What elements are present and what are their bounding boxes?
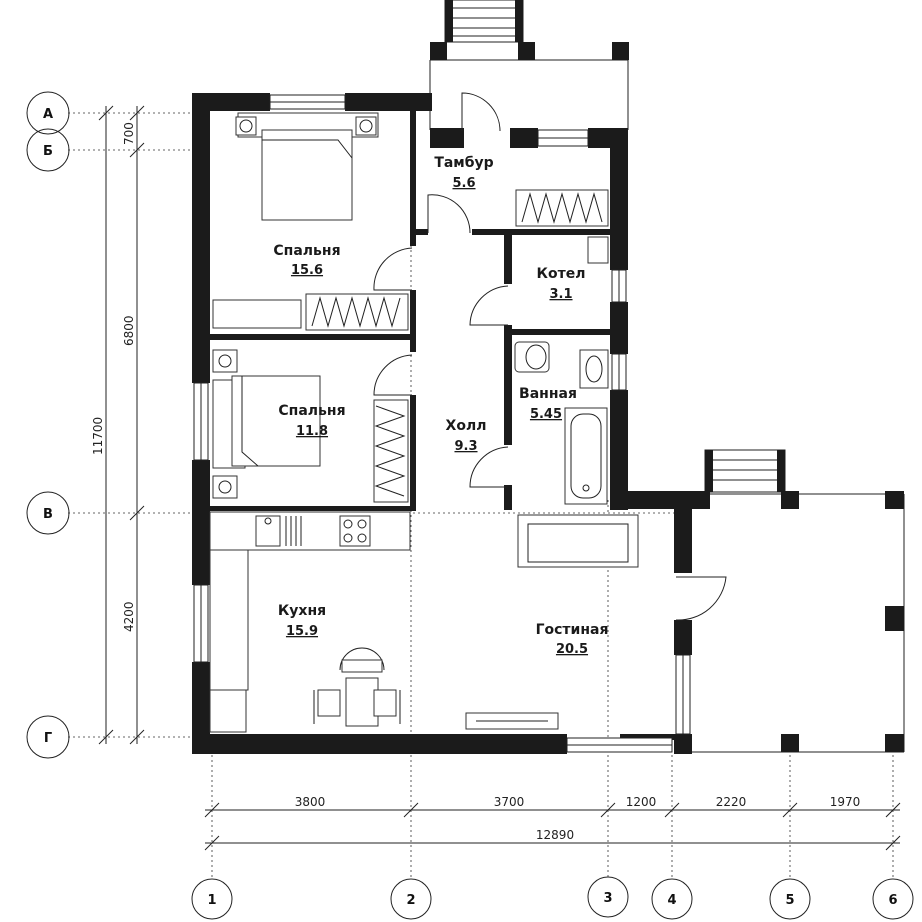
- exterior-walls: [192, 93, 692, 754]
- furniture-kitchen: [209, 511, 411, 733]
- dim-span-4-5: 2220: [716, 795, 747, 809]
- axis-number-3: 3: [603, 891, 612, 906]
- dim-span-3-4: 1200: [626, 795, 657, 809]
- room-name-bedroom2: Спальня: [278, 403, 345, 419]
- vertical-dimensions: 700 6800 4200 11700: [91, 105, 145, 745]
- axis-number-5: 5: [785, 893, 794, 908]
- room-area-vestibule: 5.6: [452, 176, 475, 191]
- stairs-top: [444, 0, 524, 43]
- furniture-vestibule: [515, 189, 609, 227]
- room-area-bedroom1: 15.6: [291, 263, 323, 278]
- interior-walls: [210, 111, 610, 511]
- room-name-bedroom1: Спальня: [273, 243, 340, 259]
- room-name-living: Гостиная: [536, 622, 609, 638]
- axis-markers-letters: А Б В Г: [26, 91, 70, 759]
- axis-markers-numbers: 1 2 3 4 5 6: [191, 876, 914, 920]
- dim-v-g: 4200: [122, 601, 136, 632]
- room-area-kitchen: 15.9: [286, 624, 318, 639]
- room-area-bedroom2: 11.8: [296, 424, 328, 439]
- room-area-living: 20.5: [556, 642, 588, 657]
- axis-number-6: 6: [888, 893, 897, 908]
- dim-total-vertical: 11700: [91, 417, 105, 455]
- room-name-boiler: Котел: [537, 266, 586, 282]
- room-labels: Спальня 15.6 Тамбур 5.6 Котел 3.1 Спальн…: [273, 155, 608, 657]
- room-name-kitchen: Кухня: [278, 603, 326, 619]
- stairs-terrace: [704, 449, 786, 493]
- axis-letter-g: Г: [44, 731, 52, 746]
- furniture-living: [465, 514, 639, 730]
- room-area-hall: 9.3: [454, 439, 477, 454]
- dim-span-2-3: 3700: [494, 795, 525, 809]
- axis-letter-v: В: [43, 507, 53, 522]
- porch: [429, 42, 629, 130]
- furniture-boiler: [587, 236, 609, 264]
- furniture-bedroom2: [212, 349, 409, 503]
- dim-total-horizontal: 12890: [536, 828, 574, 842]
- room-name-bathroom: Ванная: [519, 386, 577, 402]
- room-name-vestibule: Тамбур: [434, 155, 493, 171]
- doors: [373, 92, 727, 621]
- terrace: [692, 491, 905, 753]
- axis-number-2: 2: [406, 893, 415, 908]
- dim-span-5-6: 1970: [830, 795, 861, 809]
- windows: [193, 94, 691, 753]
- axis-number-4: 4: [667, 893, 676, 908]
- dim-b-v: 6800: [122, 315, 136, 346]
- axis-letter-b: Б: [43, 144, 53, 159]
- horizontal-dimensions: 3800 3700 1200 2220 1970 12890: [204, 795, 901, 851]
- room-area-boiler: 3.1: [549, 287, 572, 302]
- furniture-bedroom1: [212, 112, 409, 331]
- dim-a-b: 700: [122, 122, 136, 145]
- dim-span-1-2: 3800: [295, 795, 326, 809]
- room-area-bathroom: 5.45: [530, 407, 562, 422]
- room-name-hall: Холл: [446, 418, 487, 434]
- furniture-bathroom: [514, 341, 609, 505]
- axis-lines: [68, 112, 894, 880]
- axis-number-1: 1: [207, 893, 216, 908]
- axis-letter-a: А: [43, 107, 53, 122]
